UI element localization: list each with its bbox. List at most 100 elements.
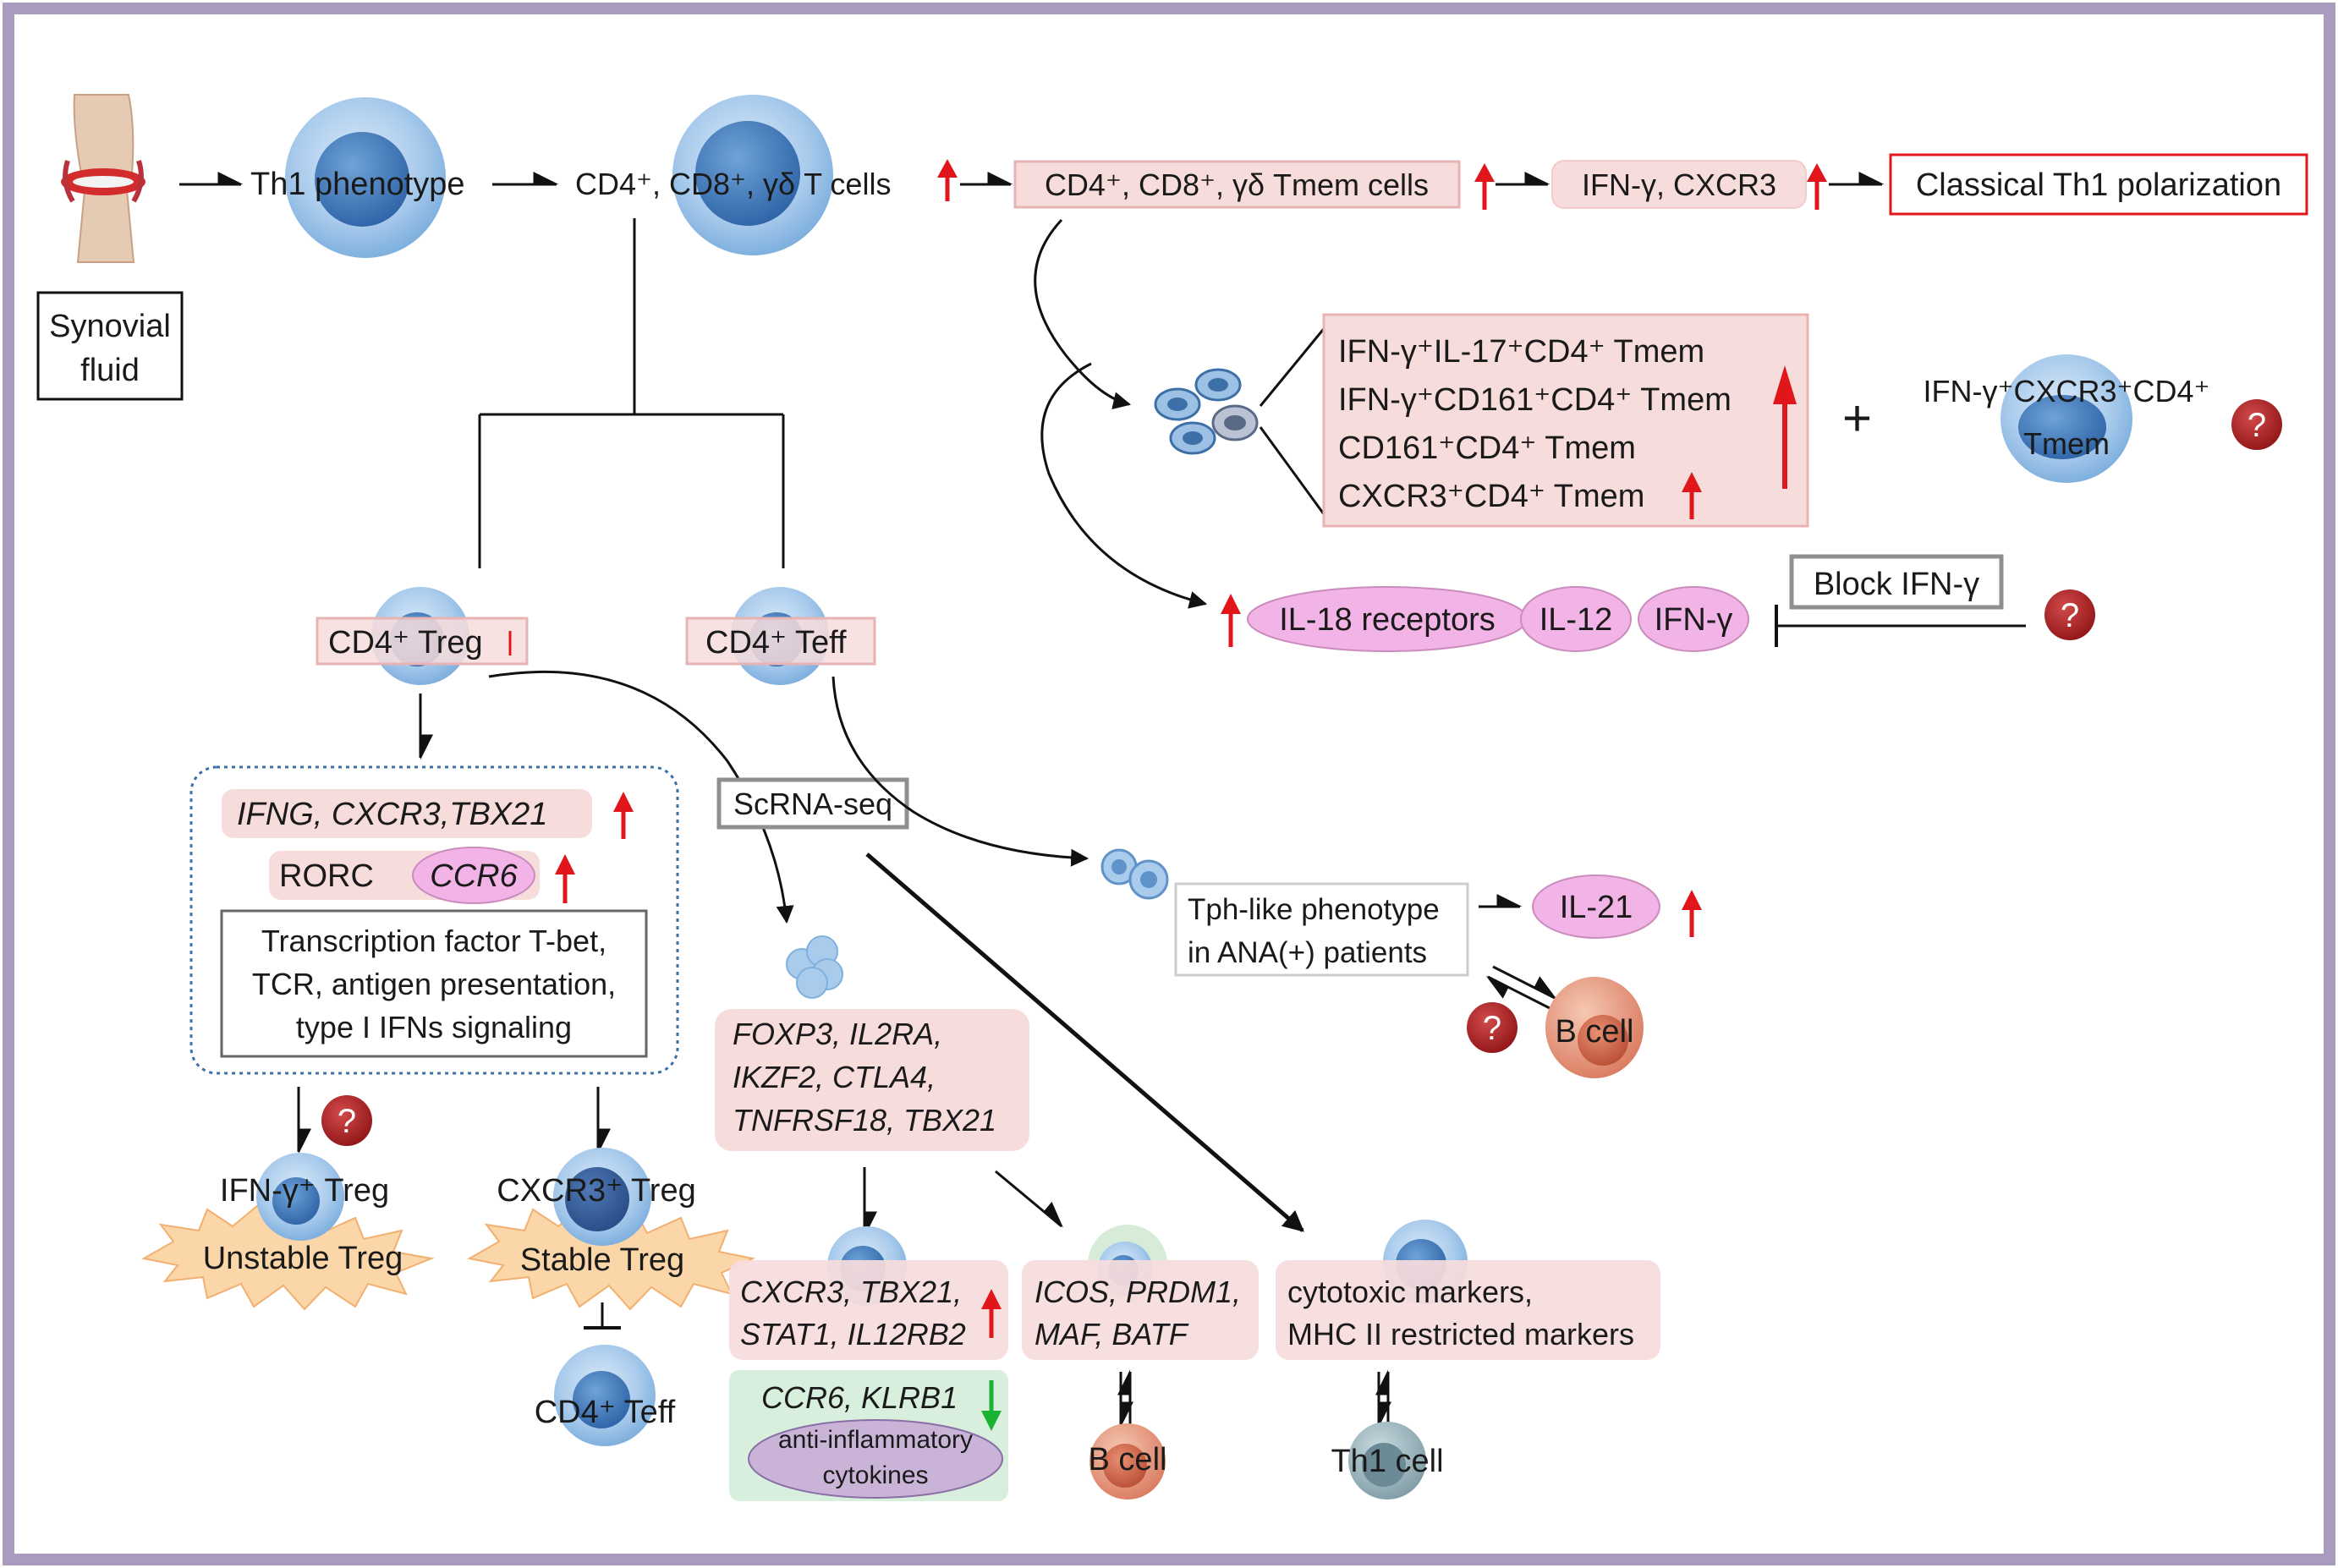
- tph-cluster-icon: [1100, 848, 1169, 900]
- tmem-cells-label: CD4⁺, CD8⁺, γδ Tmem cells: [1045, 167, 1429, 202]
- block-ifng-box: [1789, 554, 2004, 610]
- scrna-box: [716, 777, 909, 830]
- tf-line-2: TCR, antigen presentation,: [252, 967, 616, 1001]
- question-text-1: ?: [2247, 407, 2266, 444]
- tph-bcell-arrow-down: [1492, 965, 1557, 1000]
- question-text-2: ?: [2061, 597, 2079, 634]
- il12-label: IL-12: [1539, 602, 1613, 638]
- synovial-line-2: fluid: [80, 353, 140, 388]
- ifng-ellipse: [1638, 586, 1749, 652]
- ifn-cxcr3-box: [1551, 160, 1807, 209]
- tmem-cluster-icon: [1154, 368, 1259, 455]
- tph-line-2: in ANA(+) patients: [1188, 936, 1427, 969]
- genes1-label: IFNG, CXCR3,TBX21: [237, 797, 547, 832]
- teff-label: CD4⁺ Teff: [705, 625, 847, 661]
- il12-ellipse: [1520, 586, 1632, 652]
- icos-line-1: ICOS, PRDM1,: [1035, 1275, 1241, 1309]
- stable-burst: [467, 1203, 756, 1311]
- tf-line-1: Transcription factor T-bet,: [261, 924, 606, 958]
- tph-line-1: Tph-like phenotype: [1188, 893, 1440, 926]
- teff-bottom-label: CD4⁺ Teff: [535, 1395, 676, 1430]
- tmem-subset-3: CD161⁺CD4⁺ Tmem: [1338, 430, 1636, 466]
- ifn-treg-cell-icon: [256, 1153, 344, 1241]
- th1-cell-label: Th1 cell: [1331, 1444, 1443, 1479]
- scrna-big-arrow: [865, 853, 1304, 1232]
- tph-bcell-arrow-up: [1485, 975, 1550, 1010]
- block-ifng-label: Block IFN-γ: [1814, 567, 1979, 602]
- il18-receptors-label: IL-18 receptors: [1279, 602, 1496, 638]
- extra-cell-line-2: Tmem: [2023, 426, 2110, 461]
- ccr6-klrb1-label: CCR6, KLRB1: [761, 1380, 958, 1415]
- cytotoxic-box: [1276, 1260, 1660, 1360]
- anti-inflammatory-ellipse: [748, 1419, 1003, 1499]
- tmem-subsets-box: [1322, 313, 1809, 528]
- cxcr3-treg-cell-icon: [553, 1148, 651, 1246]
- knee-joint-icon: [61, 94, 145, 263]
- th1-cell-bottom-icon: [1348, 1422, 1426, 1499]
- arrow-treg-foxp3: [488, 670, 794, 924]
- th1-cell-icon: [285, 97, 446, 258]
- treg-box: [316, 617, 529, 666]
- question-mark-icon-4: ?: [1467, 1002, 1518, 1053]
- foxp3-line-2: IKZF2, CTLA4,: [733, 1060, 936, 1094]
- b-cell-bottom-icon: [1089, 1423, 1166, 1499]
- synovial-line-1: Synovial: [49, 309, 171, 344]
- cxcr3-line-1: CXCR3, TBX21,: [740, 1275, 962, 1309]
- unstable-burst: [141, 1203, 435, 1311]
- il21-ellipse: [1532, 874, 1660, 939]
- synovial-fluid-box: [36, 291, 184, 401]
- arrow-teff-tph: [831, 676, 1089, 867]
- inhibit-foxp3-icos: [995, 1170, 1063, 1228]
- question-mark-icon-3: ?: [321, 1095, 372, 1146]
- ifn-cxcr3-tmem-cell-icon: [2000, 354, 2132, 483]
- cxcr3-line-2: STAT1, IL12RB2: [740, 1317, 966, 1351]
- rorc-label: RORC: [279, 858, 374, 894]
- ifng-label: IFN-γ: [1655, 602, 1733, 638]
- arrow-to-il18: [1040, 362, 1208, 609]
- unstable-label: Unstable Treg: [203, 1241, 403, 1276]
- cytotoxic-line-1: cytotoxic markers,: [1287, 1275, 1533, 1309]
- question-mark-icon-1: ?: [2231, 399, 2282, 450]
- extra-cell-line-1: IFN-γ⁺CXCR3⁺CD4⁺: [1923, 374, 2209, 408]
- th1-phenotype-label: Th1 phenotype: [250, 167, 465, 202]
- t-cell-icon: [672, 95, 833, 255]
- cxcr3-treg-label: CXCR3⁺ Treg: [497, 1173, 695, 1209]
- cluster-line-down: [1259, 426, 1328, 518]
- foxp3-box: [715, 1009, 1029, 1151]
- tf-box: [220, 909, 648, 1058]
- question-text-3: ?: [338, 1103, 356, 1140]
- cxcr3-box: [729, 1260, 1008, 1360]
- foxp3-line-1: FOXP3, IL2RA,: [733, 1017, 942, 1051]
- icos-line-2: MAF, BATF: [1035, 1317, 1189, 1351]
- genes1-box: [222, 789, 592, 838]
- b-cell-tph-icon: [1545, 977, 1644, 1078]
- tf-line-3: type I IFNs signaling: [296, 1010, 572, 1044]
- question-mark-icon-2: ?: [2044, 589, 2095, 640]
- b-cell-tph-label: B cell: [1556, 1014, 1634, 1050]
- teff-box: [685, 617, 876, 666]
- tmem-subset-2: IFN-γ⁺CD161⁺CD4⁺ Tmem: [1338, 382, 1732, 418]
- scrna-label: ScRNA-seq: [733, 787, 892, 821]
- figure-frame: [3, 3, 2335, 1565]
- arrow-tmem-to-cluster: [1034, 218, 1132, 410]
- treg-label: CD4⁺ Treg: [328, 625, 483, 661]
- cytotoxic-line-2: MHC II restricted markers: [1287, 1317, 1634, 1351]
- tph-box: [1174, 882, 1469, 977]
- ifn-treg-label: IFN-γ⁺ Treg: [220, 1173, 389, 1209]
- classical-th1-box: [1889, 153, 2308, 216]
- stable-label: Stable Treg: [520, 1242, 684, 1278]
- classical-th1-label: Classical Th1 polarization: [1916, 167, 2281, 203]
- ifn-cxcr3-label: IFN-γ, CXCR3: [1582, 167, 1776, 202]
- ccr6-ellipse: [412, 847, 535, 904]
- tmem-cells-box: [1013, 160, 1461, 209]
- branch-tree: [478, 218, 785, 568]
- t-cells-label: CD4⁺, CD8⁺, γδ T cells: [575, 167, 891, 201]
- foxp3-line-3: TNFRSF18, TBX21: [733, 1103, 996, 1138]
- cluster-line-up: [1259, 325, 1328, 407]
- anti-inflam-line-1: anti-inflammatory: [778, 1426, 973, 1454]
- anti-inflam-line-2: cytokines: [822, 1461, 928, 1489]
- question-text-4: ?: [1483, 1010, 1501, 1047]
- tmem-subset-1: IFN-γ⁺IL-17⁺CD4⁺ Tmem: [1338, 334, 1704, 370]
- plus-sign: +: [1842, 390, 1872, 447]
